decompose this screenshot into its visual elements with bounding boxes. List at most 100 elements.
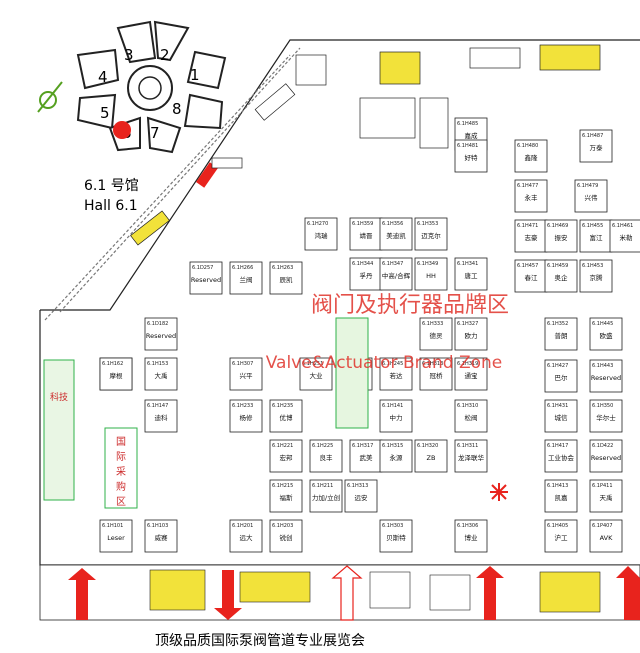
booth[interactable]: 6.1H303 贝斯特 [379,519,413,553]
booth-name: 凯嘉 [555,493,569,502]
booth-box [379,399,413,433]
booth-box [514,219,548,253]
booth-id: 6.1H303 [382,523,403,529]
booth-name: 贝斯特 [386,533,406,542]
booth-box [589,317,623,351]
booth-id: 6.1H481 [457,143,478,149]
booth-name: 鑫隆 [525,153,539,162]
booth-id: 6.1H352 [547,321,568,327]
compass-hall-7: 7 [150,124,160,142]
booth-box [144,399,178,433]
current-hall-marker [113,121,131,139]
booth-name: 宏邦 [280,453,294,462]
booth-name: 华尔士 [596,413,616,422]
booth[interactable]: 6.1H413 凯嘉 [544,479,578,513]
booth-id: 6.1H101 [102,523,123,529]
booth-id: 6.1H310 [457,403,478,409]
brand-zone-title-en: Valve&Actuator Brand Zone [266,353,503,373]
booth-name: Reserved [146,332,176,340]
booth-box [309,479,343,513]
booth-box [349,217,383,251]
booth-name: AVK [600,534,613,542]
booth-name: 迪科 [155,413,169,422]
booth-id: 6.1H413 [547,483,568,489]
international-purchase-zone[interactable]: 国 际 采 购 区 科技 [43,359,138,509]
green-booth-block[interactable] [335,317,369,429]
entrance-arrow-up-1 [68,568,96,620]
booth-id: 6.1H427 [547,363,568,369]
booth-box [349,257,383,291]
booth-box [544,519,578,553]
booth-id: 6.1H162 [102,361,123,367]
booth-name: 靖晋 [360,231,374,240]
booth-box [144,519,178,553]
booth-box [414,257,448,291]
booth-id: 6.1H356 [382,221,403,227]
booth-box [414,217,448,251]
